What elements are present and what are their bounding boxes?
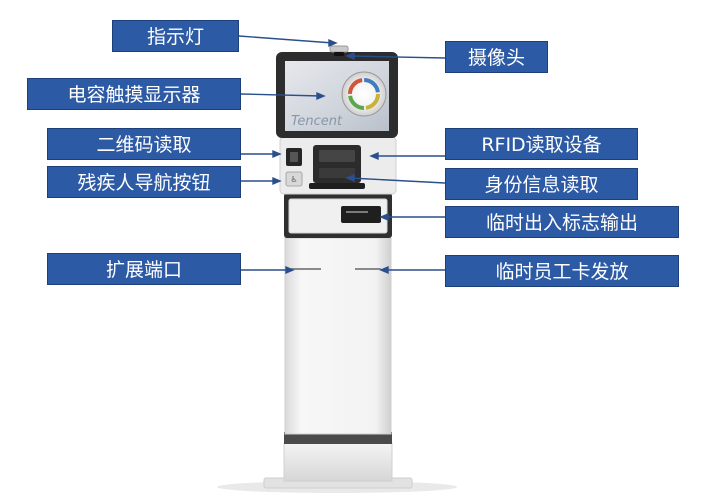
svg-text:♿: ♿ bbox=[290, 175, 297, 184]
label-expansion-port: 扩展端口 bbox=[47, 253, 241, 285]
label-disabled-nav-button: 残疾人导航按钮 bbox=[47, 166, 241, 198]
temp-card-slot bbox=[355, 268, 381, 270]
screen-logo bbox=[341, 71, 387, 117]
label-camera: 摄像头 bbox=[445, 41, 548, 73]
kiosk-pillar bbox=[284, 237, 392, 435]
label-temp-pass-output: 临时出入标志输出 bbox=[445, 206, 679, 238]
expansion-slot-left bbox=[291, 268, 321, 270]
indicator-light-device bbox=[329, 45, 349, 53]
pass-output-slot bbox=[341, 206, 381, 223]
label-temp-card-issue: 临时员工卡发放 bbox=[445, 255, 679, 287]
label-indicator-light: 指示灯 bbox=[112, 20, 239, 52]
label-id-reader: 身份信息读取 bbox=[445, 168, 638, 200]
label-touch-display: 电容触摸显示器 bbox=[27, 78, 241, 110]
screen-logo-text: Tencent bbox=[291, 114, 343, 129]
label-qr-reader: 二维码读取 bbox=[47, 128, 241, 160]
base-pedestal bbox=[283, 442, 393, 482]
label-rfid-reader: RFID读取设备 bbox=[445, 128, 638, 160]
camera-device bbox=[334, 52, 344, 56]
base-dark-band bbox=[284, 432, 392, 444]
nav-button-device bbox=[285, 171, 303, 187]
